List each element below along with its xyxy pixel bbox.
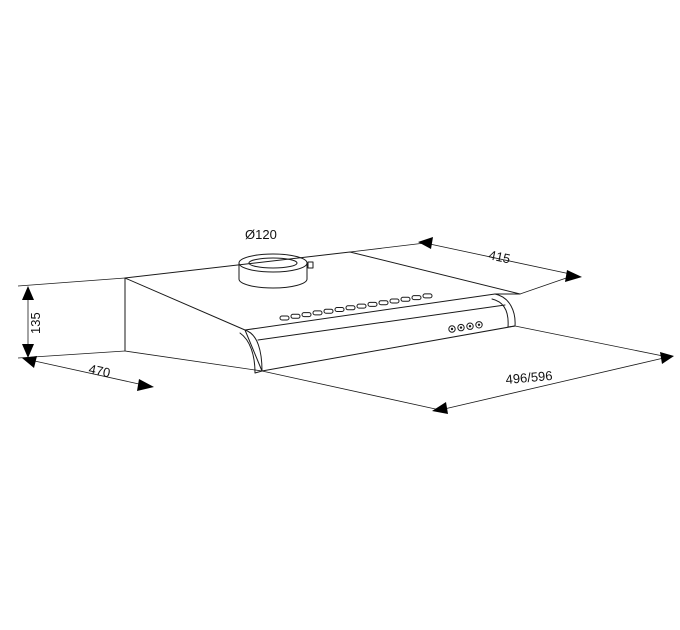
label-height: 135 xyxy=(28,312,43,334)
duct-collar-base xyxy=(238,278,308,289)
arrow-415-left xyxy=(418,237,433,249)
control-button-dot xyxy=(450,327,454,331)
control-button[interactable] xyxy=(457,323,465,332)
hood-left-end-cap xyxy=(239,329,263,374)
vent-slot xyxy=(367,301,378,307)
dim-line-496-596 xyxy=(439,356,669,411)
arrow-415-right xyxy=(565,270,582,282)
hood-top-edge xyxy=(124,251,521,295)
vent-slot xyxy=(334,307,345,312)
extension-lines xyxy=(17,242,669,411)
hood-front-slope-left xyxy=(124,277,246,331)
vent-slot xyxy=(400,296,411,302)
control-buttons xyxy=(448,321,483,333)
vent-slot xyxy=(323,308,334,314)
ext-line-top-left xyxy=(17,277,126,287)
vent-slot xyxy=(279,315,290,321)
arrow-height-bottom xyxy=(22,344,34,358)
duct-collar-tab xyxy=(307,261,314,269)
control-button-dot xyxy=(459,326,463,329)
arrow-496-left xyxy=(432,402,448,414)
duct-collar xyxy=(238,253,314,289)
hood-right-end-cap xyxy=(491,293,516,328)
control-button-dot xyxy=(477,323,481,326)
label-depth: 415 xyxy=(487,247,511,266)
vent-slot xyxy=(345,305,356,311)
arrow-470-left xyxy=(22,356,37,368)
vent-slot xyxy=(356,303,367,309)
dim-line-415 xyxy=(424,242,576,276)
arrow-470-right xyxy=(137,379,154,391)
vent-grille xyxy=(279,293,433,321)
vent-slot xyxy=(422,293,433,299)
dimension-labels: Ø120 415 135 470 496/596 xyxy=(28,227,553,387)
hood-front-panel-bottom xyxy=(261,325,516,372)
vent-slot xyxy=(389,298,400,304)
ext-line-right-edge xyxy=(514,325,669,358)
arrow-496-right xyxy=(660,352,674,364)
ext-line-depth-start xyxy=(349,242,426,253)
label-duct-diameter: Ø120 xyxy=(245,227,277,242)
ext-line-front-right xyxy=(261,370,441,411)
vent-slot xyxy=(312,310,323,316)
control-button[interactable] xyxy=(448,325,456,333)
control-button[interactable] xyxy=(475,321,483,329)
dimension-arrows xyxy=(22,237,674,414)
label-width-side: 470 xyxy=(87,361,111,380)
duct-collar-inner-ring xyxy=(248,257,298,269)
vent-slot xyxy=(378,300,389,306)
hood-front-slope-top xyxy=(244,293,496,331)
control-button[interactable] xyxy=(466,322,474,330)
range-hood-body xyxy=(124,251,521,374)
vent-slot xyxy=(301,312,312,318)
control-button-dot xyxy=(468,325,472,328)
hood-front-panel-crease xyxy=(257,304,506,341)
ext-line-front-base xyxy=(124,350,263,372)
vent-slot xyxy=(290,313,301,319)
vent-slot xyxy=(411,295,422,301)
dim-line-470 xyxy=(29,359,149,387)
arrow-height-top xyxy=(22,286,34,300)
hood-front-panel-left xyxy=(244,329,263,372)
label-width-options: 496/596 xyxy=(505,368,553,387)
